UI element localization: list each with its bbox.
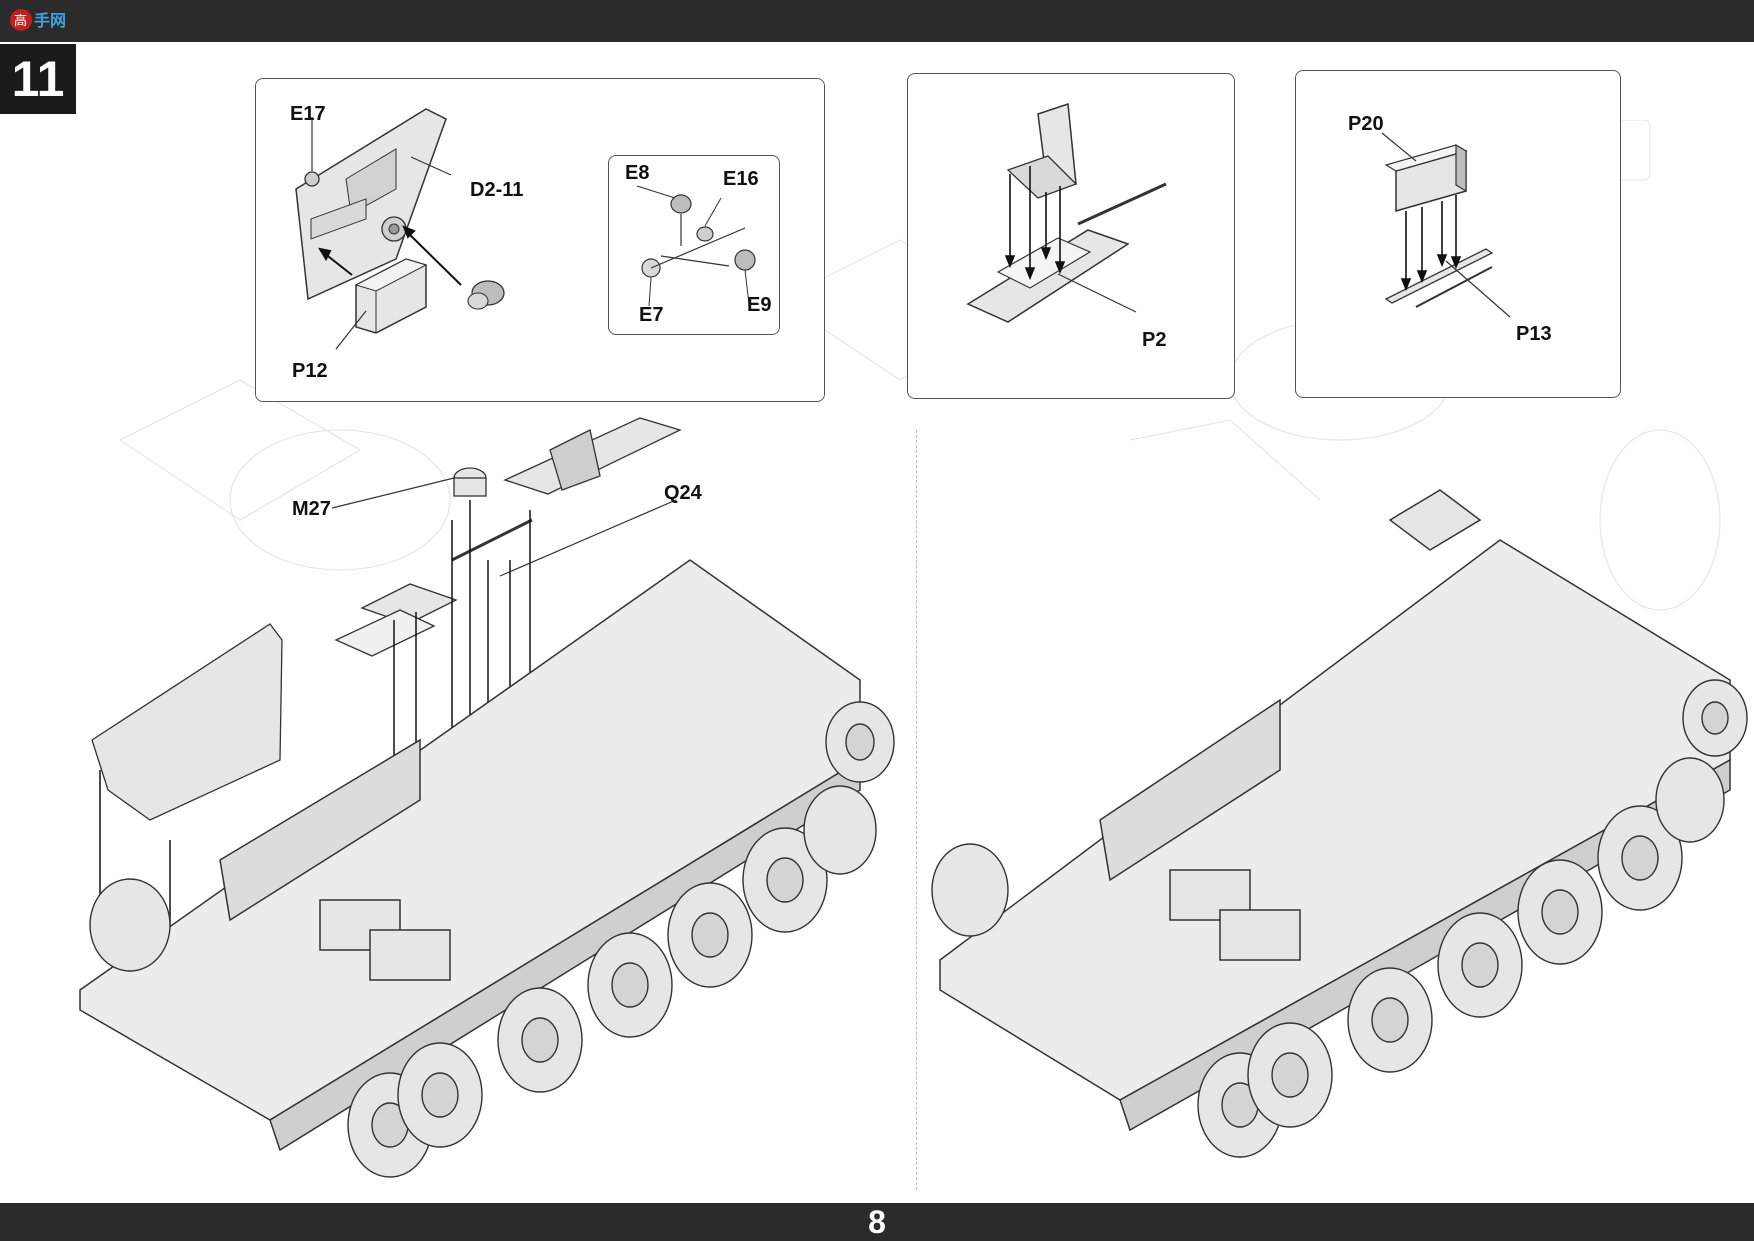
box-diagram (1381, 132, 1511, 318)
label-p13: P13 (1516, 323, 1552, 345)
label-e9: E9 (747, 294, 772, 316)
label-p20: P20 (1348, 113, 1384, 135)
wheel-subassembly-diagram (636, 185, 756, 307)
side-armor-diagram (295, 108, 505, 350)
label-q24: Q24 (664, 482, 702, 504)
label-m27: M27 (292, 498, 331, 520)
label-d2-11: D2-11 (470, 179, 524, 201)
site-logo: 高 手网 (10, 9, 66, 31)
label-p2: P2 (1142, 329, 1167, 351)
page-number: 8 (868, 1204, 886, 1240)
svg-text:高: 高 (14, 13, 27, 29)
panel-box: P20 P13 (1295, 70, 1621, 398)
section-divider (916, 430, 917, 1190)
label-e8: E8 (625, 162, 650, 184)
svg-text:手网: 手网 (34, 11, 66, 30)
label-e7: E7 (639, 304, 664, 326)
panel-seat: P2 (907, 73, 1235, 399)
label-e17: E17 (290, 103, 326, 125)
bottom-bar (0, 1203, 1754, 1241)
seat-diagram (966, 102, 1167, 323)
label-p12: P12 (292, 360, 328, 382)
step-number-badge: 11 (0, 44, 76, 114)
subpanel-wheel: E8 E16 E7 E9 (608, 155, 780, 335)
panel-side-armor: E17 D2-11 P12 E8 E16 E7 E9 (255, 78, 825, 402)
top-bar (0, 0, 1754, 42)
label-e16: E16 (723, 168, 759, 190)
